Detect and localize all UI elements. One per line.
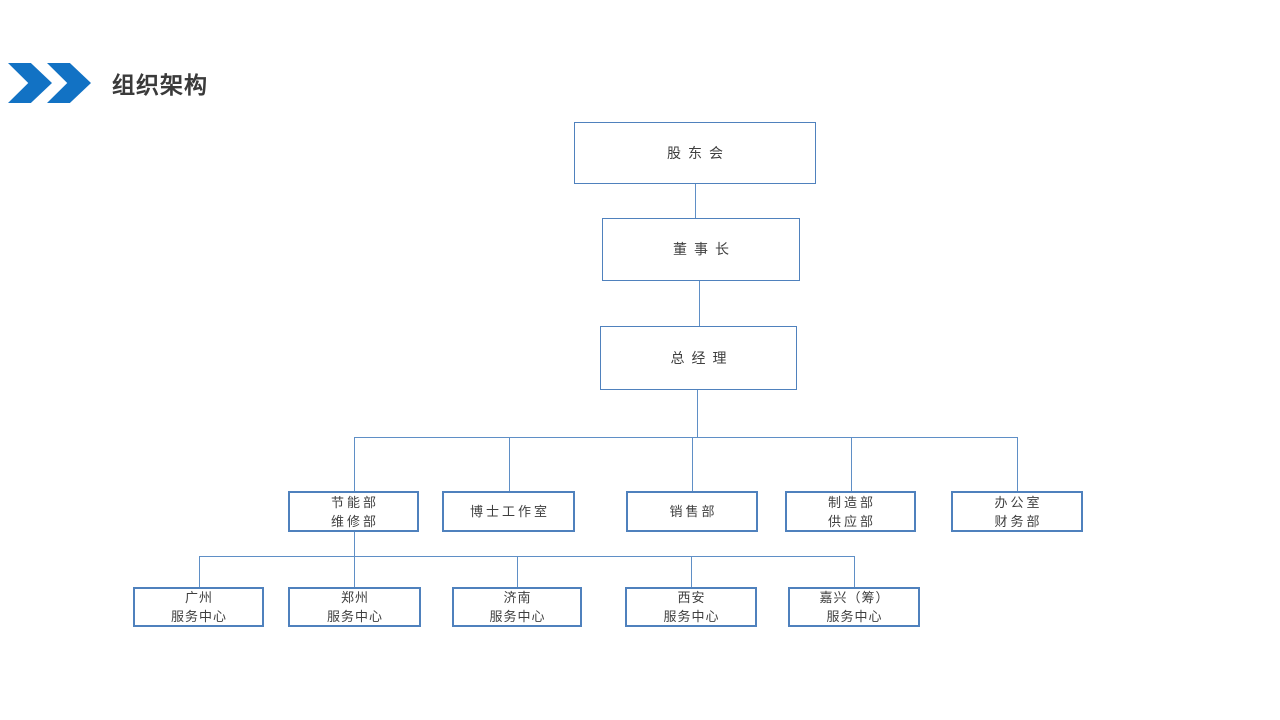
org-node-doctor-studio: 博士工作室 xyxy=(442,491,575,532)
org-node-label: 财务部 xyxy=(994,513,1043,529)
org-node-zhengzhou-service-center: 郑州 服务中心 xyxy=(288,587,421,627)
org-node-label: 服务中心 xyxy=(663,609,720,624)
org-node-sales-dept: 销售部 xyxy=(626,491,758,532)
double-chevron-icon xyxy=(8,63,94,103)
org-node-label: 办公室 xyxy=(994,494,1043,510)
org-node-label: 服务中心 xyxy=(170,609,227,624)
connector-rail-svc4 xyxy=(854,556,855,587)
connector-rail-svc0 xyxy=(199,556,200,587)
connector-rail-dept0 xyxy=(354,437,355,491)
connector-dept0-svc-rail xyxy=(354,532,355,587)
org-node-manufacturing-supply-dept: 制造部 供应部 xyxy=(785,491,916,532)
org-node-label: 济南 xyxy=(503,590,532,605)
org-node-jiaxing-service-center: 嘉兴（筹） 服务中心 xyxy=(788,587,920,627)
org-node-label: 服务中心 xyxy=(826,609,883,624)
org-node-label: 销售部 xyxy=(669,504,718,519)
org-node-guangzhou-service-center: 广州 服务中心 xyxy=(133,587,264,627)
connector-gm-rail xyxy=(697,390,698,437)
org-node-label: 嘉兴（筹） xyxy=(819,590,890,605)
org-node-label: 博士工作室 xyxy=(469,504,550,519)
org-node-label: 董事长 xyxy=(673,241,736,257)
org-node-label: 广州 xyxy=(184,590,213,605)
connector-rail-dept4 xyxy=(1017,437,1018,491)
org-node-label: 服务中心 xyxy=(489,609,546,624)
connector-chairman-gm xyxy=(699,281,700,326)
org-node-jinan-service-center: 济南 服务中心 xyxy=(452,587,582,627)
org-node-label: 维修部 xyxy=(330,513,379,529)
connector-dept-rail xyxy=(354,437,1017,438)
org-node-office-finance-dept: 办公室 财务部 xyxy=(951,491,1083,532)
org-node-chairman: 董事长 xyxy=(602,218,800,281)
connector-rail-dept1 xyxy=(509,437,510,491)
connector-rail-dept3 xyxy=(851,437,852,491)
org-node-general-manager: 总经理 xyxy=(600,326,797,390)
org-node-label: 节能部 xyxy=(330,494,379,510)
connector-rail-svc2 xyxy=(517,556,518,587)
org-node-energy-maintenance-dept: 节能部 维修部 xyxy=(288,491,419,532)
chevron-right-icon xyxy=(8,63,52,103)
org-node-label: 制造部 xyxy=(827,494,876,510)
org-node-label: 供应部 xyxy=(827,513,876,529)
org-node-label: 郑州 xyxy=(340,590,369,605)
page-title: 组织架构 xyxy=(112,72,208,98)
slide-header: 组织架构 xyxy=(0,60,1280,106)
org-node-label: 总经理 xyxy=(670,349,734,366)
connector-rail-svc3 xyxy=(691,556,692,587)
org-node-label: 服务中心 xyxy=(326,609,383,624)
connector-shareholders-chairman xyxy=(695,184,696,218)
org-node-xian-service-center: 西安 服务中心 xyxy=(625,587,757,627)
org-node-label: 西安 xyxy=(677,590,706,605)
org-node-label: 股东会 xyxy=(667,144,730,161)
connector-svc-rail xyxy=(199,556,854,557)
connector-rail-dept2 xyxy=(692,437,693,491)
org-node-shareholders: 股东会 xyxy=(574,122,816,184)
chevron-right-icon xyxy=(47,63,91,103)
